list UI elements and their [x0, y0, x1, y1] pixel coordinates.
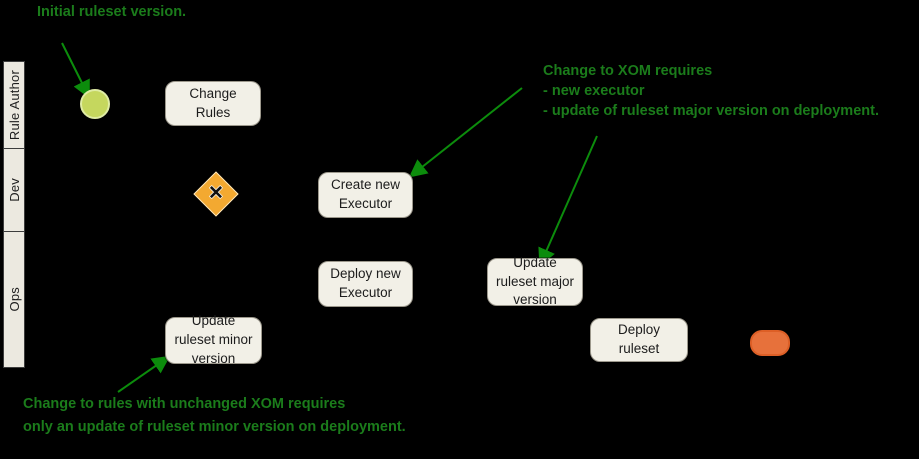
task-deploy-ruleset: Deploy ruleset	[590, 318, 688, 362]
task-update-ruleset-major-version: Update ruleset major version	[487, 255, 583, 307]
annotation-minor-line-1: Change to rules with unchanged XOM requi…	[23, 396, 346, 412]
annotation-xom-line-3: - update of ruleset major version on dep…	[543, 103, 879, 119]
task-deploy-new-executor: Deploy new Executor	[318, 261, 413, 307]
lane-ops: Ops	[3, 231, 25, 368]
arrow-xom-to-create-executor	[408, 87, 523, 178]
annotation-minor-line-2: only an update of ruleset minor version …	[23, 419, 406, 435]
lane-label-column: Rule Author Dev Ops	[3, 61, 25, 368]
task-update-ruleset-minor-version: Update ruleset minor version	[165, 313, 262, 366]
annotation-unchanged-xom: Change to rules with unchanged XOM requi…	[23, 393, 406, 439]
annotation-initial-ruleset-version: Initial ruleset version.	[37, 4, 187, 20]
arrow-xom-to-update-major	[538, 135, 598, 267]
annotation-xom-line-1: Change to XOM requires	[543, 63, 713, 79]
arrow-minor-note-to-update-minor	[117, 355, 171, 393]
start-event-circle	[80, 89, 110, 119]
gateway-x-icon: ✕	[208, 182, 224, 204]
task-create-new-executor: Create new Executor	[318, 172, 413, 218]
annotation-change-to-xom: Change to XOM requires - new executor - …	[543, 61, 879, 121]
end-event-pill	[750, 330, 790, 356]
annotation-xom-line-2: - new executor	[543, 83, 645, 99]
arrow-initial-to-start-event	[61, 42, 90, 99]
task-change-rules: Change Rules	[165, 81, 261, 126]
